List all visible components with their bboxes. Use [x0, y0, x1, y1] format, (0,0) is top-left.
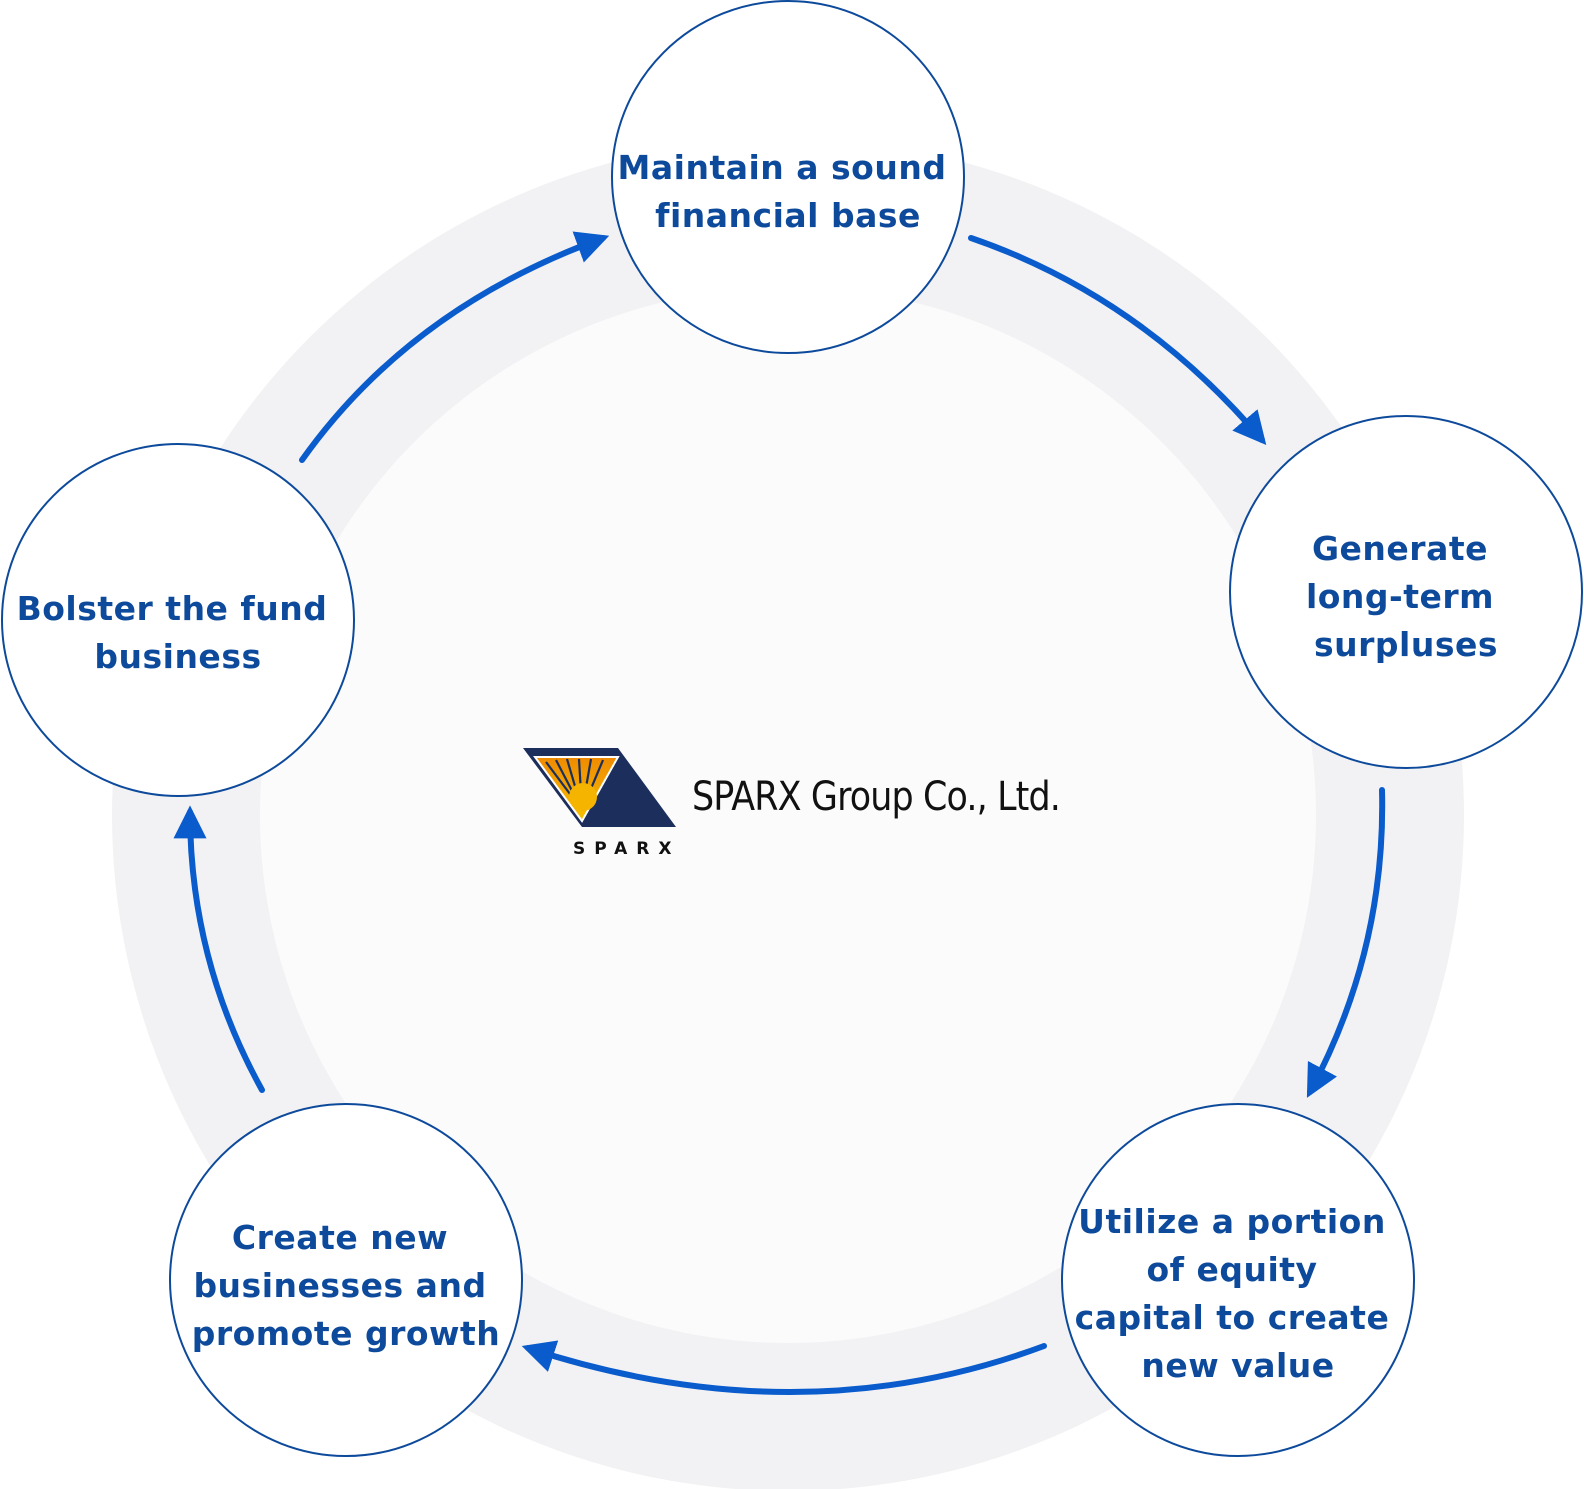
node-utilize-equity: Utilize a portion of equity capital to c… [1061, 1103, 1415, 1457]
node-long-term-surpluses: Generate long-term surpluses [1229, 415, 1583, 769]
node-label-line: Generate [1312, 529, 1488, 568]
sparx-logo-icon: SPARX [523, 748, 681, 859]
node-label-line: of equity [1146, 1250, 1317, 1289]
node-label-line: capital to create [1075, 1298, 1390, 1337]
node-label-line: long-term [1306, 577, 1494, 616]
arrow-surpluses-to-utilize [1306, 787, 1386, 1098]
node-label-line: financial base [655, 196, 921, 235]
node-label-line: Bolster the fund [17, 589, 328, 628]
node-label: Create new businesses and promote growth [192, 1218, 501, 1353]
arrow-bolster-to-financial [299, 231, 610, 463]
company-name: SPARX Group Co., Ltd. [692, 774, 1060, 820]
cycle-arrows [173, 231, 1386, 1395]
node-label-line: Utilize a portion [1078, 1202, 1386, 1241]
inner-disc [260, 287, 1316, 1343]
node-circle [1, 443, 355, 797]
node-sound-financial-base: Maintain a sound financial base [611, 0, 965, 354]
logo-wordmark: SPARX [573, 839, 681, 859]
arrow-financial-to-surpluses [968, 235, 1267, 446]
node-label: Generate long-term surpluses [1306, 529, 1506, 664]
node-label-line: Maintain a sound [618, 148, 947, 187]
logo-sun-core [569, 783, 597, 811]
node-bolster-fund: Bolster the fund business [1, 443, 355, 797]
node-label-line: promote growth [192, 1314, 501, 1353]
arrow-utilize-to-create [521, 1340, 1047, 1395]
node-circle [1229, 415, 1583, 769]
node-circle [1061, 1103, 1415, 1457]
node-label: Utilize a portion of equity capital to c… [1075, 1202, 1402, 1385]
node-label-line: surpluses [1314, 625, 1498, 664]
node-label-line: business [94, 637, 261, 676]
node-label-line: Create new [232, 1218, 448, 1257]
company-logo: SPARX SPARX Group Co., Ltd. [523, 748, 1061, 859]
node-circle [611, 0, 965, 354]
node-create-new-businesses: Create new businesses and promote growth [169, 1103, 523, 1457]
node-label: Bolster the fund business [17, 589, 340, 676]
arrow-create-to-bolster [173, 805, 265, 1093]
node-label-line: new value [1141, 1346, 1334, 1385]
node-label: Maintain a sound financial base [618, 148, 959, 235]
node-circle [169, 1103, 523, 1457]
node-label-line: businesses and [193, 1266, 486, 1305]
